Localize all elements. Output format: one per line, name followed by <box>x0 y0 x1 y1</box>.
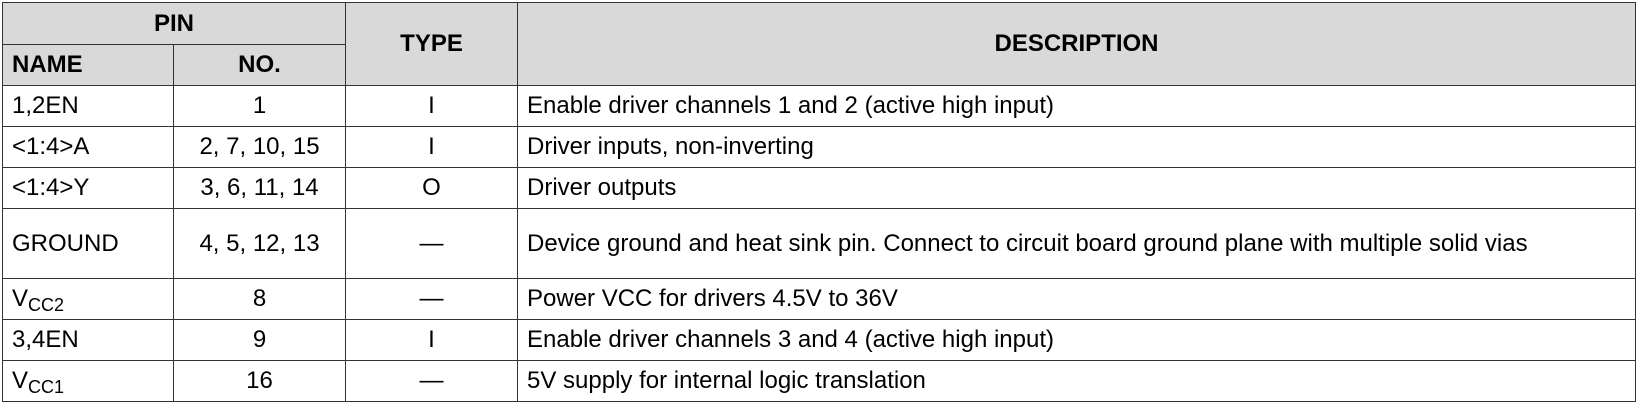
table-row: VCC1 16 — 5V supply for internal logic t… <box>2 360 1637 402</box>
pin-name-main: V <box>12 285 29 312</box>
pin-description: Driver inputs, non-inverting <box>517 126 1637 168</box>
pin-name: <1:4>A <box>2 126 174 168</box>
pin-number: 1 <box>172 85 347 127</box>
pin-description: Enable driver channels 3 and 4 (active h… <box>517 319 1637 361</box>
table-row: <1:4>A 2, 7, 10, 15 I Driver inputs, non… <box>2 126 1637 168</box>
header-row-bottom: NAME NO. <box>2 44 1636 86</box>
pin-function-table: PIN TYPE DESCRIPTION NAME NO. 1,2EN 1 I … <box>1 2 1637 402</box>
header-no: NO. <box>172 44 347 86</box>
pin-name-subscript: CC1 <box>28 377 65 397</box>
table-row: 3,4EN 9 I Enable driver channels 3 and 4… <box>2 319 1637 361</box>
pin-type: I <box>345 126 519 168</box>
pin-name: VCC1 <box>2 360 174 402</box>
pin-type: I <box>345 319 519 361</box>
table-row: GROUND 4, 5, 12, 13 — Device ground and … <box>2 208 1637 279</box>
header-description: DESCRIPTION <box>517 2 1637 86</box>
pin-name-subscript: CC2 <box>28 295 65 315</box>
header-row-top: PIN TYPE DESCRIPTION <box>1 2 1637 86</box>
pin-type: — <box>345 208 519 279</box>
pin-name: VCC2 <box>2 278 174 320</box>
pin-description: 5V supply for internal logic translation <box>517 360 1637 402</box>
table-row: VCC2 8 — Power VCC for drivers 4.5V to 3… <box>2 278 1637 320</box>
pin-name: 3,4EN <box>2 319 174 361</box>
pin-number: 4, 5, 12, 13 <box>172 208 347 279</box>
pin-description: Enable driver channels 1 and 2 (active h… <box>517 85 1637 127</box>
pin-description: Power VCC for drivers 4.5V to 36V <box>517 278 1637 320</box>
pin-type: — <box>345 278 519 320</box>
pin-number: 2, 7, 10, 15 <box>172 126 347 168</box>
pin-type: O <box>345 167 519 209</box>
pin-number: 9 <box>172 319 347 361</box>
table-row: 1,2EN 1 I Enable driver channels 1 and 2… <box>2 85 1637 127</box>
pin-description: Device ground and heat sink pin. Connect… <box>517 208 1637 279</box>
pin-name: GROUND <box>2 208 174 279</box>
pin-type: I <box>345 85 519 127</box>
pin-name: 1,2EN <box>2 85 174 127</box>
pin-name: <1:4>Y <box>2 167 174 209</box>
pin-number: 8 <box>172 278 347 320</box>
pin-description: Driver outputs <box>517 167 1637 209</box>
pin-type: — <box>345 360 519 402</box>
pin-number: 3, 6, 11, 14 <box>172 167 347 209</box>
header-name: NAME <box>2 44 174 86</box>
header-type: TYPE <box>345 2 519 86</box>
table-row: <1:4>Y 3, 6, 11, 14 O Driver outputs <box>2 167 1637 209</box>
header-pin: PIN <box>1 2 347 45</box>
pin-number: 16 <box>172 360 347 402</box>
pin-name-main: V <box>12 367 29 394</box>
